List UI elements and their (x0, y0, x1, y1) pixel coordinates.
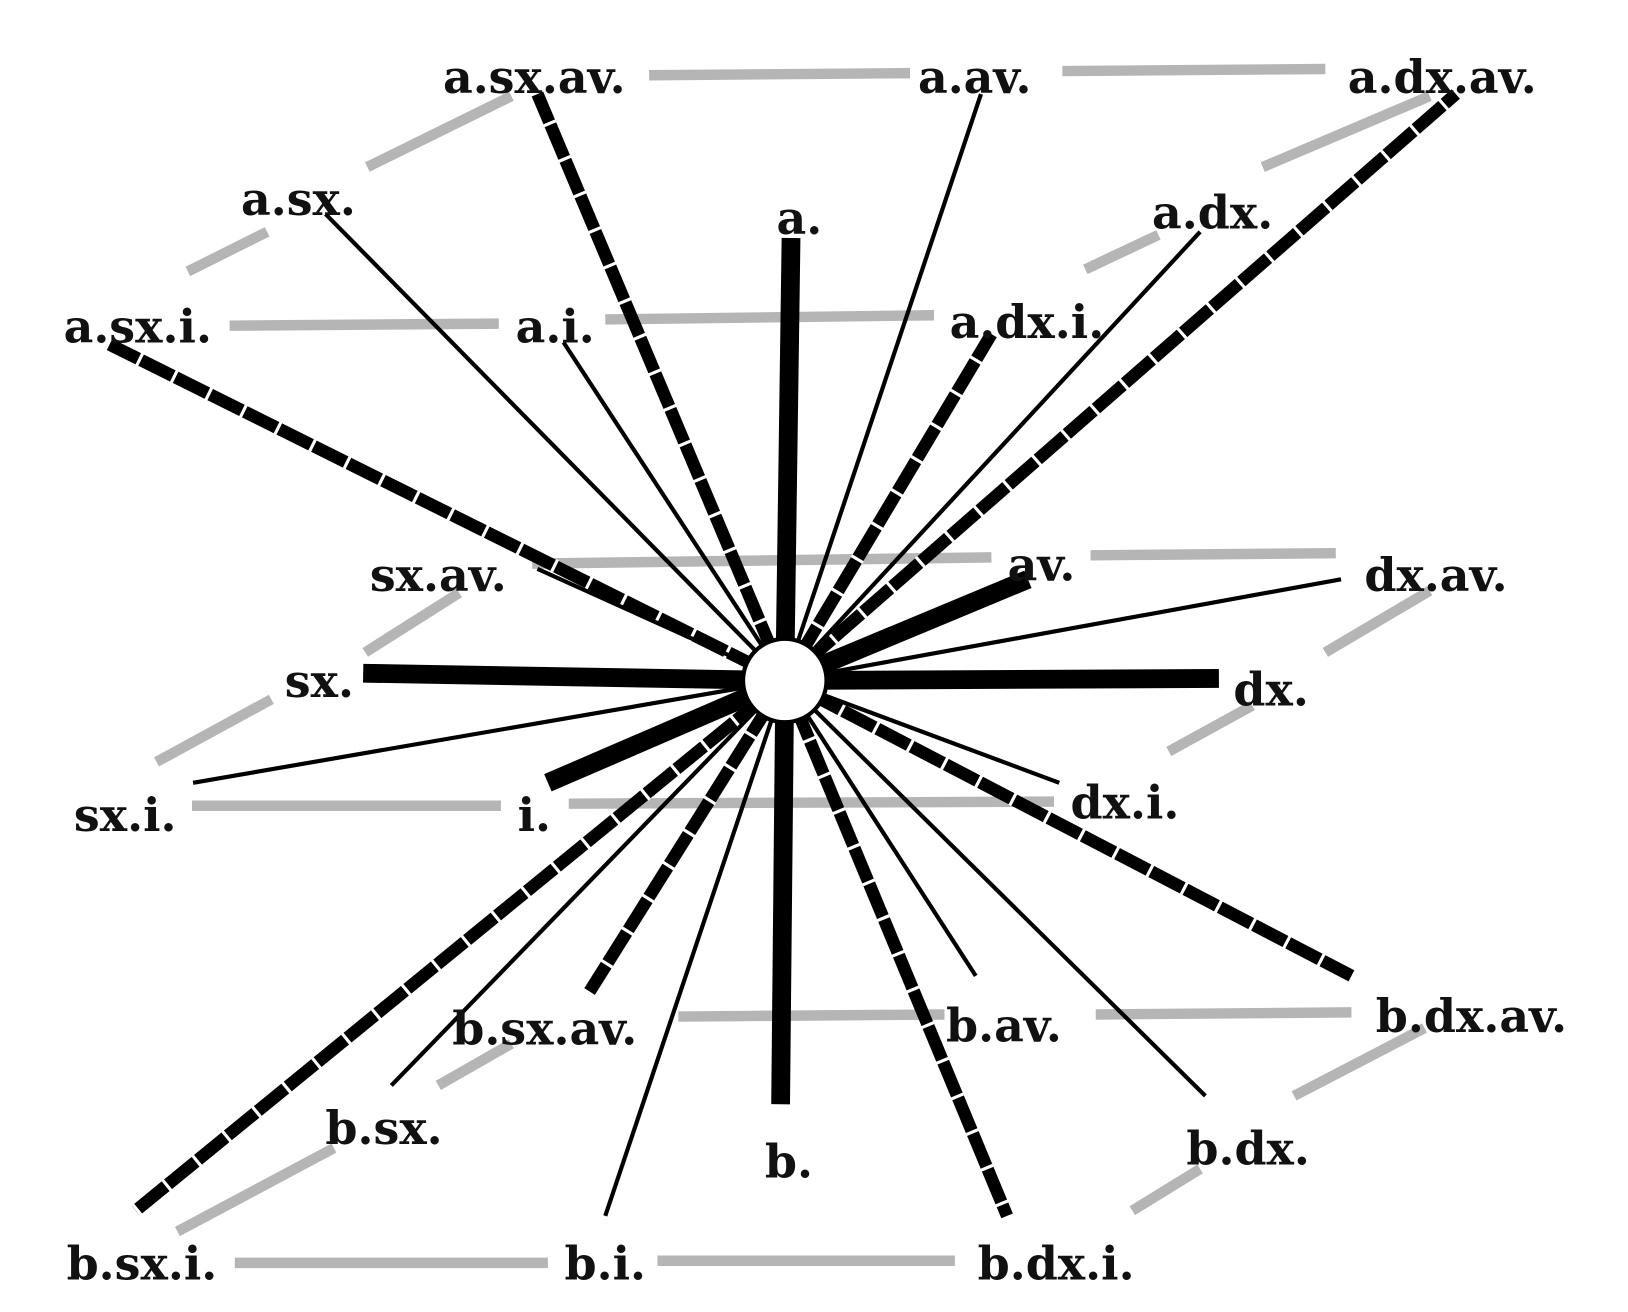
node-label-b-sx: b.sx. (325, 1101, 442, 1155)
spoke-dx-i (784, 678, 1060, 785)
node-label-b: b. (765, 1134, 813, 1188)
connector-line (1129, 1164, 1203, 1216)
spoke-sx-i (192, 678, 786, 785)
spoke-b-dx (783, 679, 1207, 1098)
spoke-b-sx (389, 679, 787, 1087)
spoke-a (775, 237, 801, 681)
spoke-b-dx-av (781, 674, 1355, 982)
connector-line (1291, 1023, 1427, 1101)
node-labels: a.sx.av. a.av. a.dx.av. a.sx. a. a.dx. a.sx.i.… (64, 50, 1568, 1291)
spoke-a-dx-i (779, 330, 997, 684)
hub-circle (740, 636, 829, 725)
node-label-a-dx: a.dx. (1152, 186, 1273, 240)
connector-line (605, 310, 935, 325)
spoke-b-sx-i (131, 675, 789, 1216)
connector-line (362, 588, 462, 657)
node-label-dx-i: dx.i. (1071, 775, 1180, 829)
node-label-a-i: a.i. (516, 299, 595, 353)
spoke-dx-av (784, 577, 1342, 683)
node-label-b-av: b.av. (946, 999, 1062, 1053)
node-label-a-dx-i: a.dx.i. (950, 295, 1105, 349)
node-label-b-dx-i: b.dx.i. (978, 1237, 1135, 1291)
connector-line (1260, 91, 1432, 172)
spoke-b-dx-i (778, 678, 1013, 1219)
node-label-sx: sx. (285, 654, 354, 708)
node-label-a-av: a.av. (918, 50, 1032, 104)
connector-line (678, 1009, 945, 1022)
connector-line (1090, 547, 1336, 561)
connector-line (568, 796, 1055, 809)
spoke-sx (363, 663, 785, 690)
connector-line (649, 67, 911, 81)
connector-line (435, 1039, 514, 1090)
spoke-a-sx (324, 212, 787, 682)
spoke-a-sx-av (531, 91, 791, 683)
node-label-b-sx-av: b.sx.av. (452, 1002, 637, 1056)
node-label-b-dx-av: b.dx.av. (1376, 989, 1567, 1043)
node-label-sx-i: sx.i. (74, 788, 177, 842)
spoke-av (781, 570, 1032, 690)
spokes (106, 88, 1461, 1219)
spoke-dx (784, 669, 1219, 690)
node-label-b-sx-i: b.sx.i. (67, 1237, 218, 1291)
node-label-dx: dx. (1233, 663, 1308, 717)
node-label-a-sx-i: a.sx.i. (64, 299, 212, 353)
node-label-a-sx: a.sx. (241, 172, 356, 226)
node-label-dx-av: dx.av. (1364, 548, 1507, 602)
spoke-b-av (783, 679, 978, 977)
node-label-b-i: b.i. (565, 1237, 647, 1291)
connector-line (229, 318, 499, 331)
spoke-b (771, 680, 795, 1105)
connector-line (185, 227, 270, 277)
connector-line (174, 1143, 337, 1237)
node-label-av: av. (1008, 537, 1076, 591)
spoke-a-dx (783, 230, 1202, 682)
node-label-b-dx: b.dx. (1186, 1122, 1310, 1176)
connector-line (365, 91, 514, 172)
connector-line (1166, 700, 1255, 757)
connector-line (1083, 230, 1161, 275)
spoke-a-av (782, 93, 983, 682)
spoke-sx-av (536, 566, 786, 683)
spoke-b-i (603, 679, 787, 1217)
connector-line (1322, 586, 1433, 657)
connector-line (1095, 1007, 1352, 1020)
spoke-a-sx-i (106, 338, 788, 687)
node-label-a-dx-av: a.dx.av. (1348, 50, 1537, 104)
connector-line (154, 694, 274, 767)
node-label-a-sx-av: a.sx.av. (443, 50, 626, 104)
spoke-a-i (561, 341, 787, 682)
spoke-b-sx-av (584, 677, 791, 995)
connector-line (532, 552, 992, 569)
connector-lines (154, 63, 1433, 1269)
spoke-a-dx-av (780, 89, 1460, 686)
connector-line (1062, 63, 1326, 77)
node-label-a: a. (777, 191, 823, 245)
node-label-sx-av: sx.av. (370, 548, 507, 602)
node-label-i: i. (518, 788, 551, 842)
